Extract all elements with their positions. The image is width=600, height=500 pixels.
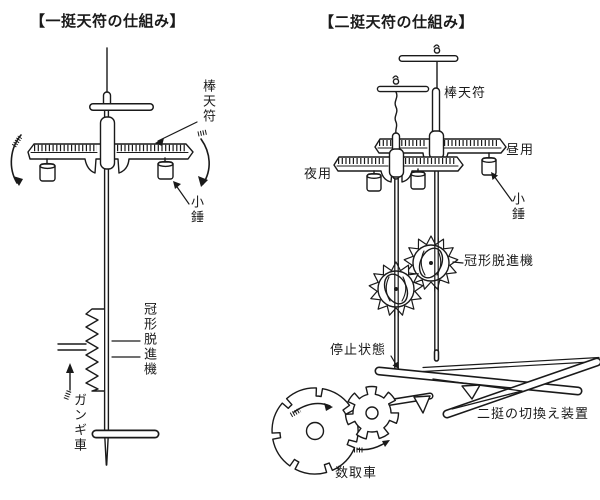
pinion-gear [344, 385, 400, 453]
right-double-foliot-diagram [271, 44, 600, 475]
hatched-mark [11, 135, 23, 148]
small-weight-right [157, 157, 174, 180]
hatched-mark [63, 390, 72, 400]
day-verge-block [428, 130, 445, 160]
switch-device [374, 356, 600, 419]
counting-wheel [271, 387, 359, 475]
switch-device-label: 二挺の切換え装置 [477, 406, 590, 421]
night-small-weight-right [410, 168, 426, 190]
left-single-foliot-diagram [10, 47, 210, 466]
truss-line [451, 390, 523, 410]
night-assembly [333, 75, 464, 372]
thin-rod [422, 360, 600, 373]
day-use-label: 昼用 [506, 142, 535, 157]
right-crown-escapement-label: 冠形脱進機 [464, 253, 535, 268]
day-small-weight [481, 152, 497, 176]
crown-escapement-night-wheel [368, 261, 424, 317]
night-cord-wavy [394, 91, 398, 134]
oscillation-arrow-right [197, 129, 210, 187]
crown-escapement-side [57, 308, 105, 392]
counting-wheel-label: 数取車 [335, 465, 378, 480]
oscillation-arrow-left [10, 134, 23, 186]
left-crown-escapement-label: 冠形脱進機 [141, 302, 157, 377]
thin-rod [422, 356, 600, 369]
cord-knot [392, 75, 399, 79]
right-diagram-title: 【二挺天符の仕組み】 [319, 14, 475, 31]
small-weight-left [39, 158, 56, 182]
cord-knot [433, 44, 440, 48]
right-small-weight-label: 小錘 [509, 192, 525, 222]
cord-loop [433, 47, 441, 54]
left-escape-wheel-label: ガンギ車 [71, 393, 87, 453]
pallet-triangle [461, 384, 481, 400]
pallet-triangle [413, 395, 431, 414]
night-verge-block [388, 148, 405, 178]
left-small-weight-label: 小錘 [188, 195, 204, 225]
verge-block [99, 116, 116, 170]
cord-loop [392, 78, 400, 85]
weight-label-leader [491, 172, 513, 202]
stopped-state-leader [390, 355, 399, 369]
weight-label-leader [173, 181, 190, 205]
stopped-state-label: 停止状態 [330, 342, 387, 357]
escapement-label-leader [452, 261, 464, 264]
foliot-label-leader [155, 121, 198, 146]
hatched-mark [289, 407, 302, 418]
night-small-weight-left [366, 170, 382, 192]
night-use-label: 夜用 [304, 166, 333, 181]
left-diagram-title: 【一挺天符の仕組み】 [30, 13, 186, 30]
drive-direction-arrow [63, 363, 74, 400]
hatched-mark [197, 129, 208, 137]
left-foliot-label: 棒天符 [200, 79, 216, 124]
right-foliot-label: 棒天符 [444, 85, 487, 100]
